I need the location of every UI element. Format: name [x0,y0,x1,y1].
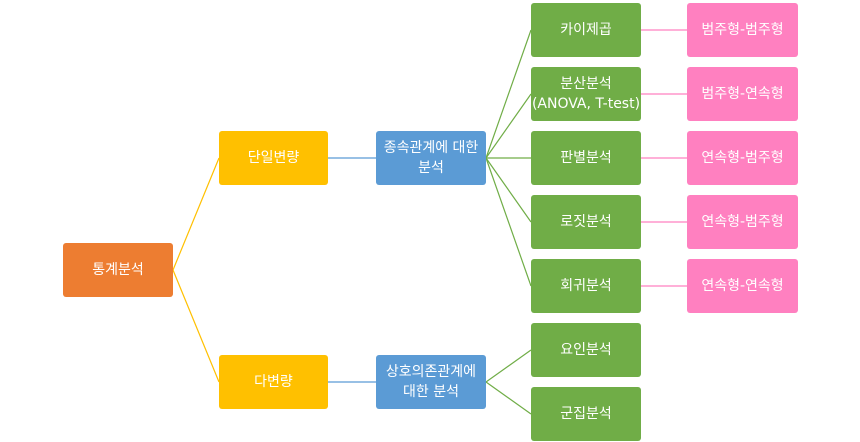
node-type-discriminant: 연속형-범주형 [687,131,798,185]
link-dependence-regression [485,157,532,287]
link-dependence-chisquare [485,29,532,159]
node-factor-analysis: 요인분석 [531,323,641,377]
link-root-univariate [172,157,220,271]
node-anova: 분산분석 (ANOVA, T-test) [531,67,641,121]
node-chi-square: 카이제곱 [531,3,641,57]
link-root-multivariate [172,269,220,383]
node-dependence-analysis: 종속관계에 대한 분석 [376,131,486,185]
link-interdependence-cluster [485,381,532,415]
node-multivariate: 다변량 [219,355,328,409]
node-type-chisquare: 범주형-범주형 [687,3,798,57]
node-interdependence-analysis: 상호의존관계에 대한 분석 [376,355,486,409]
node-discriminant-analysis: 판별분석 [531,131,641,185]
link-dependence-anova [485,93,532,159]
node-statistical-analysis: 통계분석 [63,243,173,297]
node-cluster-analysis: 군집분석 [531,387,641,441]
node-univariate: 단일변량 [219,131,328,185]
node-regression-analysis: 회귀분석 [531,259,641,313]
node-type-logit: 연속형-범주형 [687,195,798,249]
link-dependence-logit [485,157,532,223]
node-logit-analysis: 로짓분석 [531,195,641,249]
node-type-anova: 범주형-연속형 [687,67,798,121]
node-type-regression: 연속형-연속형 [687,259,798,313]
link-interdependence-factor [485,349,532,383]
